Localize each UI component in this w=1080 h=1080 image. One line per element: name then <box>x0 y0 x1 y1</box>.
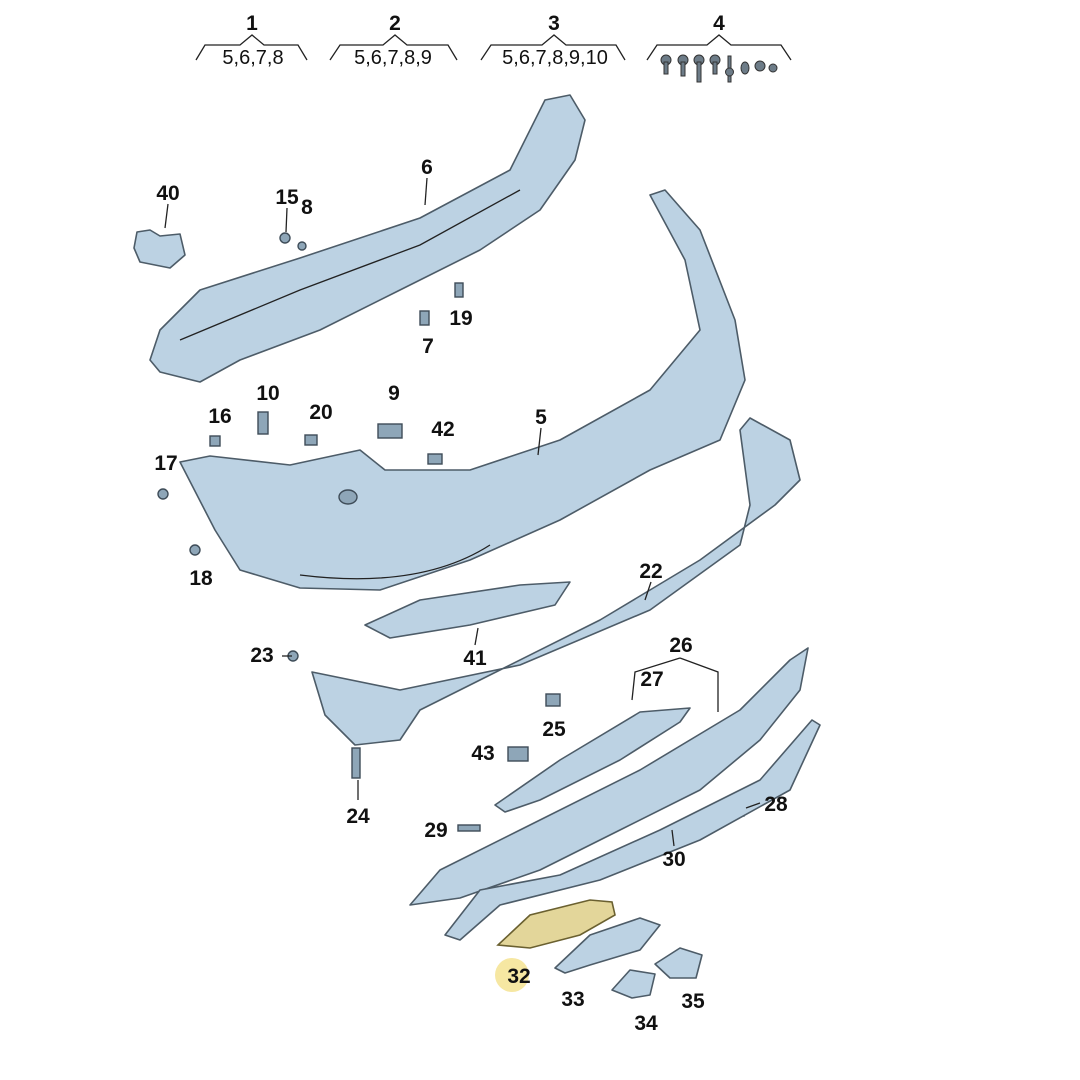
label-33[interactable]: 33 <box>561 988 584 1011</box>
clip-part-19[interactable] <box>454 282 464 298</box>
screw-set-icon <box>660 54 778 83</box>
bracket-part-9[interactable] <box>377 423 403 439</box>
label-20[interactable]: 20 <box>309 401 332 424</box>
trim-part-41[interactable] <box>364 581 571 639</box>
label-40[interactable]: 40 <box>156 182 179 205</box>
tow-hole <box>338 489 358 505</box>
kit-number: 2 <box>389 12 401 35</box>
label-35[interactable]: 35 <box>681 990 705 1013</box>
label-22[interactable]: 22 <box>639 560 662 583</box>
kit-bracket <box>480 34 626 61</box>
label-42[interactable]: 42 <box>431 418 454 441</box>
kit-number: 1 <box>246 12 258 35</box>
tailpipe-tip-part-34[interactable] <box>611 969 656 999</box>
clip-part-16[interactable] <box>209 435 221 447</box>
bumper-cover-part-5[interactable] <box>179 189 746 591</box>
label-29[interactable]: 29 <box>424 819 447 842</box>
label-43[interactable]: 43 <box>471 742 494 765</box>
label-6[interactable]: 6 <box>421 156 433 179</box>
bracket-part-24[interactable] <box>351 747 361 779</box>
label-8[interactable]: 8 <box>301 196 313 219</box>
label-23[interactable]: 23 <box>250 644 273 667</box>
kit-contents: 5,6,7,8,9,10 <box>502 47 608 69</box>
bracket-part-40[interactable] <box>133 229 186 269</box>
part-labels: 40 15 8 6 19 7 10 16 20 9 42 5 17 18 22 … <box>154 156 788 1035</box>
label-19[interactable]: 19 <box>449 307 472 330</box>
kit-contents: 5,6,7,8 <box>222 47 283 69</box>
label-34[interactable]: 34 <box>634 1012 658 1035</box>
label-24[interactable]: 24 <box>346 805 370 828</box>
kit-3[interactable]: 3 5,6,7,8,9,10 <box>480 12 626 69</box>
leader-lines <box>164 177 761 847</box>
clip-part-25[interactable] <box>545 693 561 707</box>
highlight-marker <box>495 958 529 992</box>
reflector-recess <box>299 544 491 580</box>
label-17[interactable]: 17 <box>154 452 177 475</box>
lower-cover-part-22[interactable] <box>311 417 801 746</box>
label-5[interactable]: 5 <box>535 406 547 429</box>
sensor-part-42[interactable] <box>427 453 443 465</box>
bumper-carrier-part-6[interactable] <box>149 94 586 383</box>
tailpipe-bezel-part-33[interactable] <box>554 917 661 974</box>
clip-part-7[interactable] <box>419 310 430 326</box>
clip-part-29[interactable] <box>457 824 481 832</box>
label-15[interactable]: 15 <box>275 186 299 209</box>
kit-1[interactable]: 1 5,6,7,8 <box>195 12 308 69</box>
nut-part-8[interactable] <box>297 241 307 251</box>
tailpipe-tip-part-35[interactable] <box>654 947 703 979</box>
label-25[interactable]: 25 <box>542 718 566 741</box>
nut-part-15[interactable] <box>279 232 291 244</box>
label-30[interactable]: 30 <box>662 848 685 871</box>
label-16[interactable]: 16 <box>208 405 231 428</box>
label-7[interactable]: 7 <box>422 335 434 358</box>
kit-bracket <box>195 34 308 61</box>
trim-strip-part-30[interactable] <box>444 719 821 941</box>
label-41[interactable]: 41 <box>463 647 487 670</box>
label-9[interactable]: 9 <box>388 382 400 405</box>
label-26[interactable]: 26 <box>669 634 692 657</box>
kit-number: 3 <box>548 12 560 35</box>
clip-part-43[interactable] <box>507 746 529 762</box>
kit-4[interactable]: 4 <box>646 12 792 83</box>
label-18[interactable]: 18 <box>189 567 213 590</box>
clip-part-20[interactable] <box>304 434 318 446</box>
bracket-part-10[interactable] <box>257 411 269 435</box>
carrier-ribs <box>179 189 521 341</box>
label-27[interactable]: 27 <box>640 668 663 691</box>
kit-contents: 5,6,7,8,9 <box>354 47 432 69</box>
kit-number: 4 <box>713 12 725 35</box>
trim-part-32-highlighted[interactable] <box>496 899 616 949</box>
frame-part-27[interactable] <box>494 707 691 813</box>
diffuser-part-26[interactable] <box>409 647 809 906</box>
label-32[interactable]: 32 <box>507 965 530 988</box>
label-10[interactable]: 10 <box>256 382 279 405</box>
screw-part-18[interactable] <box>189 544 201 556</box>
kit-bracket <box>646 34 792 61</box>
kit-bracket <box>329 34 458 61</box>
label-28[interactable]: 28 <box>764 793 788 816</box>
screw-part-17[interactable] <box>157 488 169 500</box>
kit-2[interactable]: 2 5,6,7,8,9 <box>329 12 458 69</box>
